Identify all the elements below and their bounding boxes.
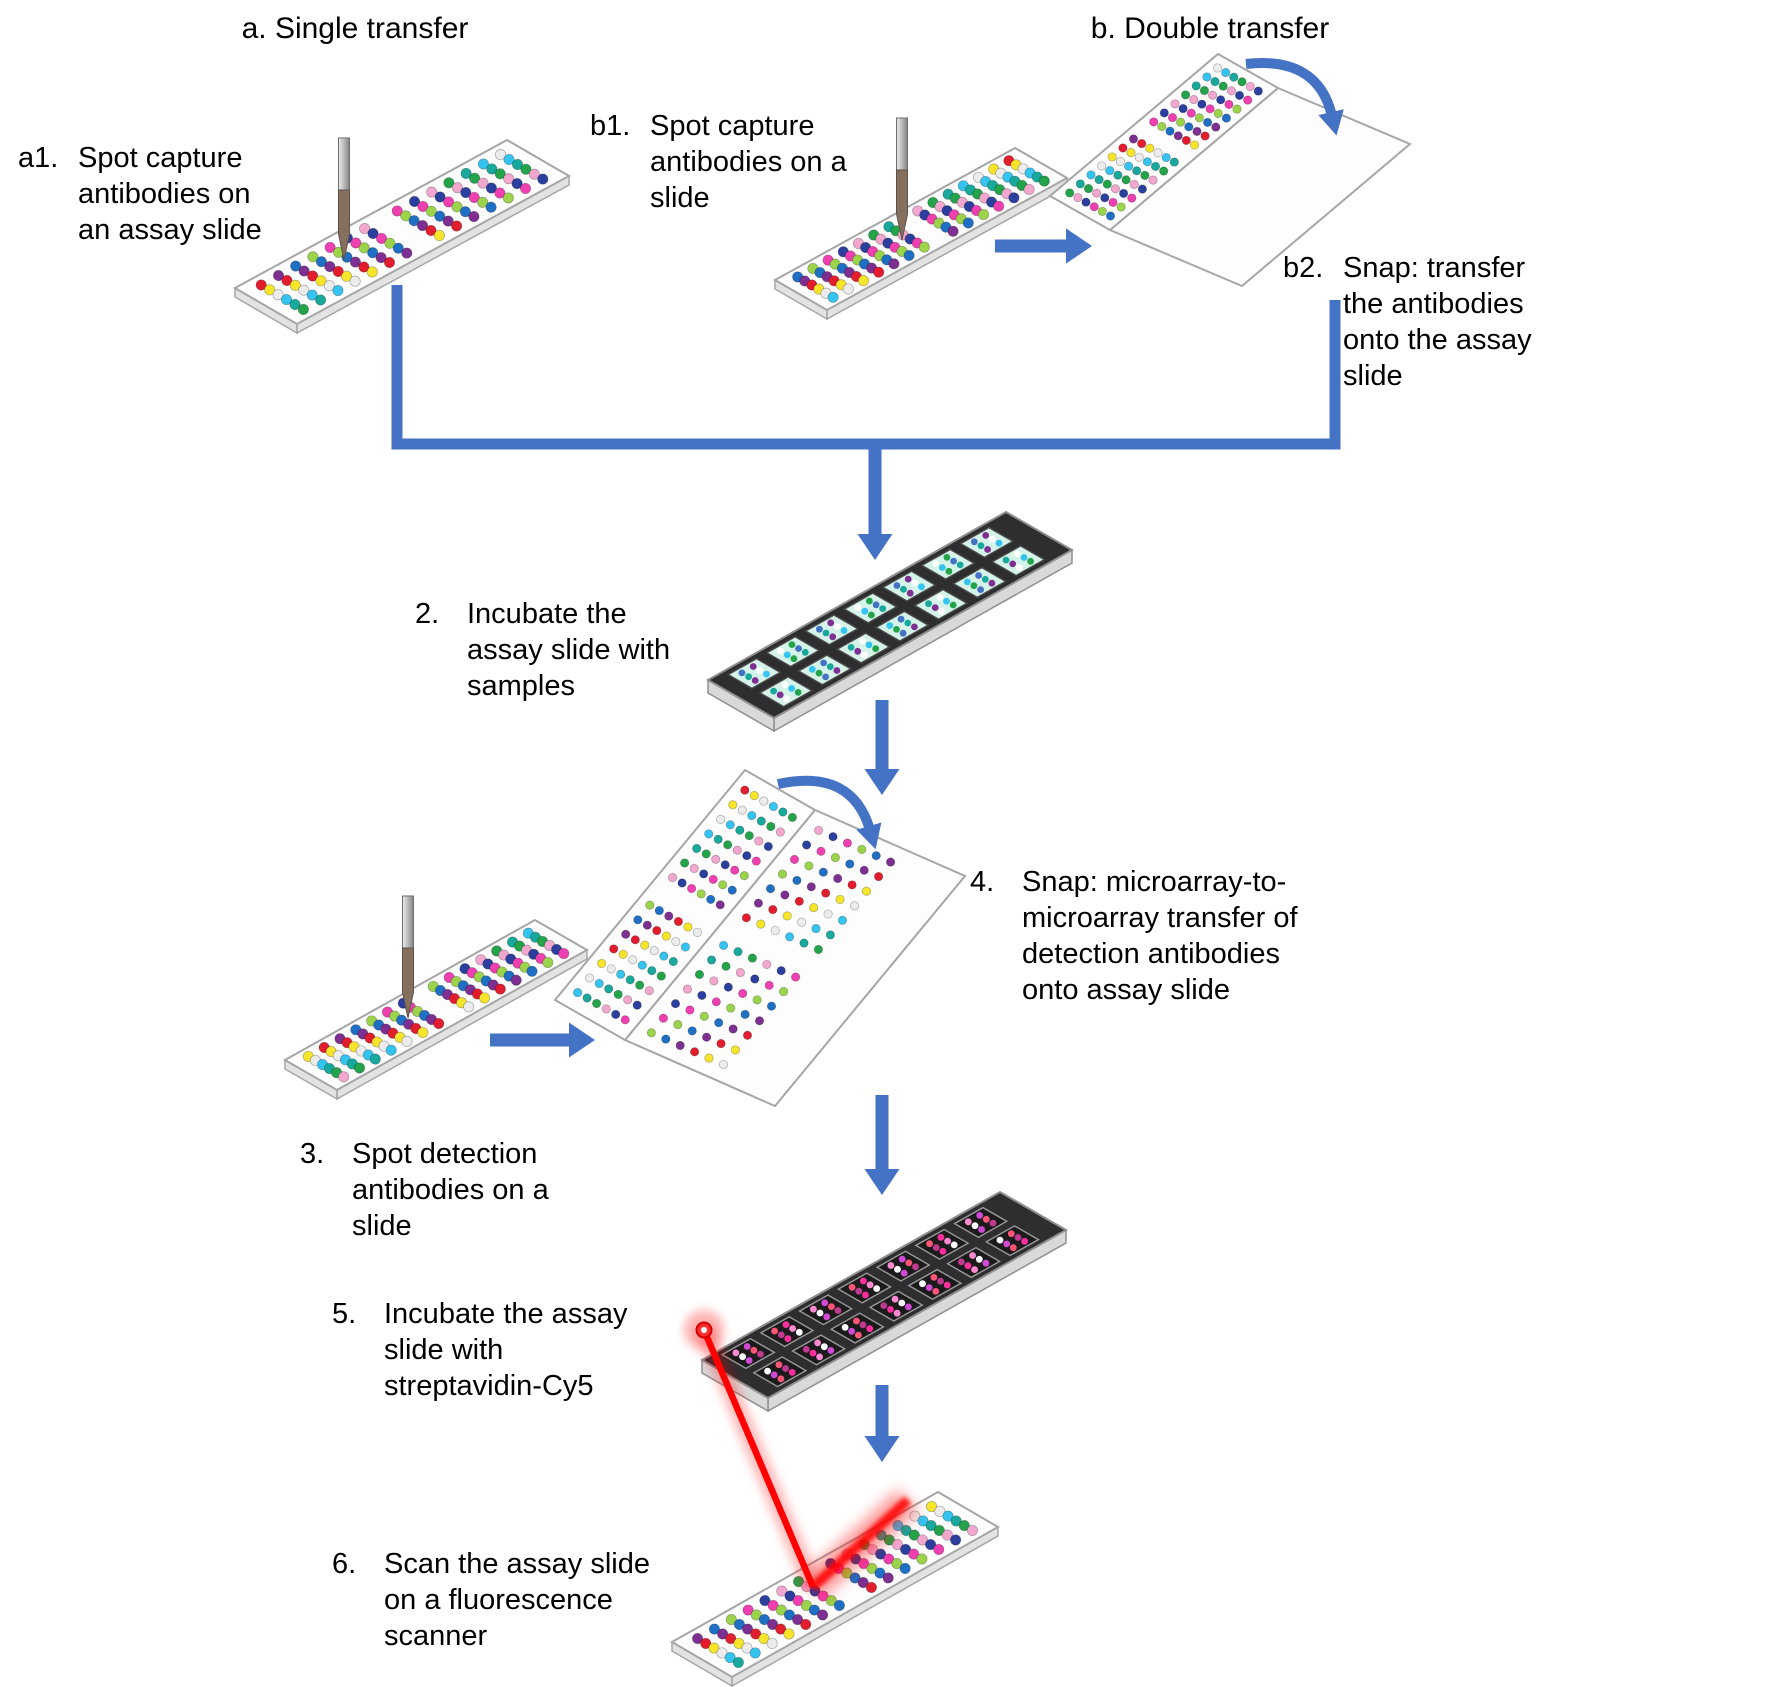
step-text: Spot capture antibodies on an assay slid… (78, 142, 262, 246)
capture-slide-b1 (772, 146, 1070, 321)
merge-connector (391, 285, 1341, 450)
step-2-label: 2. Incubate the assay slide with samples (415, 596, 687, 704)
step-text: Spot capture antibodies on a slide (650, 110, 847, 214)
spotting-pin-b1 (896, 117, 908, 241)
step-a1-label: a1. Spot capture antibodies on an assay … (18, 140, 268, 248)
arrow-incubation-to-snap (864, 700, 900, 795)
title-single-transfer: a. Single transfer (241, 12, 469, 45)
step-text: Incubate the assay slide with samples (467, 598, 671, 702)
step-4-label: 4. Snap: microarray-to-microarray transf… (970, 864, 1327, 1008)
step-text: Spot detection antibodies on a slide (352, 1138, 549, 1242)
step-6-label: 6. Scan the assay slide on a fluorescenc… (332, 1546, 669, 1654)
step-number: b1. (590, 110, 631, 142)
step-text: Scan the assay slide on a fluorescence s… (384, 1548, 650, 1652)
folded-slides-b2 (1048, 52, 1412, 288)
step-3-label: 3. Spot detection antibodies on a slide (300, 1136, 562, 1244)
folded-slides-snap (553, 768, 967, 1108)
spotting-pin-detection (402, 895, 414, 1019)
laser-beam (684, 1310, 919, 1599)
arrow-b1-to-b2 (995, 228, 1092, 264)
title-double-transfer: b. Double transfer (1090, 12, 1330, 45)
assay-slide-single (232, 138, 572, 335)
step-number: 5. (332, 1298, 357, 1330)
step-text: Snap: transfer the antibodies onto the a… (1343, 252, 1532, 392)
step-number: 4. (970, 866, 995, 898)
arrow-merge-to-incubation (857, 444, 893, 560)
spotting-pin-single (338, 137, 350, 261)
cy5-slide (699, 1190, 1069, 1413)
fold-arrow-snap (776, 775, 882, 850)
step-5-label: 5. Incubate the assay slide with strepta… (332, 1296, 644, 1404)
arrow-detection-to-snap (490, 1022, 595, 1058)
step-text: Snap: microarray-to-microarray transfer … (1022, 866, 1298, 1006)
incubation-slide (705, 510, 1075, 733)
arrow-cy5-to-scan (864, 1385, 900, 1462)
step-number: 2. (415, 598, 440, 630)
detection-slide (282, 918, 590, 1101)
step-number: b2. (1283, 252, 1324, 284)
arrow-snap-to-cy5 (864, 1095, 900, 1195)
step-b1-label: b1. Spot capture antibodies on a slide (590, 108, 860, 216)
step-b2-label: b2. Snap: transfer the antibodies onto t… (1283, 250, 1543, 394)
fold-arrow-b2 (1245, 58, 1344, 136)
step-number: a1. (18, 142, 59, 174)
step-text: Incubate the assay slide with streptavid… (384, 1298, 628, 1402)
step-number: 3. (300, 1138, 325, 1170)
step-number: 6. (332, 1548, 357, 1580)
scan-slide (669, 1490, 1001, 1687)
